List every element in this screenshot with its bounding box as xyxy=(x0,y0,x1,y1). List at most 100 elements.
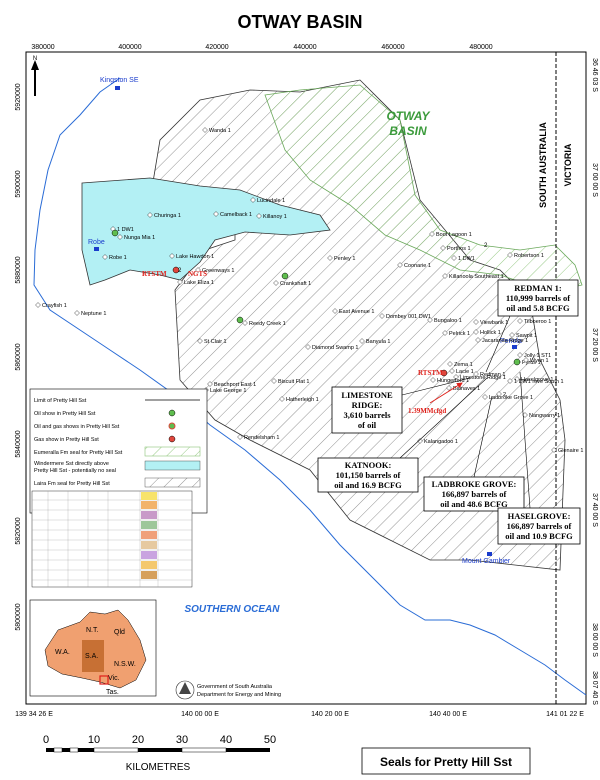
well-marker xyxy=(35,302,41,308)
legend-label: Eumeralla Fm seal for Pretty Hill Sst xyxy=(34,450,123,456)
top-tick: 400000 xyxy=(118,44,141,51)
legend-label: Limit of Pretty Hill Sst xyxy=(34,398,87,404)
well-label: Sawpit 1 xyxy=(516,333,537,339)
well-label: Hatherleigh 1 xyxy=(286,397,319,403)
legend-green-red-dot xyxy=(168,422,176,430)
well-label: Wanda 1 xyxy=(209,128,231,134)
well-marker xyxy=(195,267,201,273)
well-marker xyxy=(237,434,243,440)
well-marker xyxy=(473,329,479,335)
town-label: Robe xyxy=(88,239,105,246)
left-tick: 5820000 xyxy=(15,517,22,544)
well-label: Neptune 1 xyxy=(81,311,106,317)
well-label: Ladbroke Grove 1 xyxy=(489,395,533,401)
well-marker xyxy=(509,332,515,338)
gas-show-dot xyxy=(440,369,448,377)
legend-label: Oil and gas shows in Pretty Hill Sst xyxy=(34,424,120,430)
well-label: Tilboeroo 1 xyxy=(524,319,551,325)
well-label: Killanoy 1 xyxy=(263,214,287,220)
right-coord: 38 07 40 S xyxy=(591,671,598,705)
north-arrow: N xyxy=(31,56,39,96)
well-label: Jolly 1 ST1 xyxy=(524,353,551,359)
inset-label: Tas. xyxy=(106,689,119,696)
callout-leader xyxy=(485,315,511,373)
well-marker xyxy=(427,317,433,323)
katnook-callout-box xyxy=(317,457,419,493)
callout-line: 3,610 barrels xyxy=(343,410,391,420)
legend-cyan xyxy=(144,460,201,471)
well-marker xyxy=(453,374,459,380)
well-label: 1 DW1 xyxy=(458,256,475,262)
well-marker xyxy=(74,310,80,316)
callout-line: RIDGE: xyxy=(352,400,383,410)
well-label: Reedy Creek 1 xyxy=(249,321,286,327)
well-label: Viewbank 1 xyxy=(480,320,508,326)
ladbroke-callout-box xyxy=(423,476,525,512)
callout-line: oil and 10.9 BCFG xyxy=(505,531,573,541)
windermere-area xyxy=(81,177,331,286)
well-marker xyxy=(517,318,523,324)
map-title: OTWAY BASIN xyxy=(237,12,362,32)
top-tick: 380000 xyxy=(31,44,54,51)
well-marker xyxy=(202,127,208,133)
well-marker xyxy=(417,438,423,444)
top-tick: 480000 xyxy=(469,44,492,51)
well-label: 1 DW1 xyxy=(117,227,134,233)
scale-tick: 10 xyxy=(88,734,100,746)
well-marker xyxy=(473,319,479,325)
bottom-coord: 140 00 00 E xyxy=(181,711,219,718)
well-marker xyxy=(473,371,479,377)
australia-inset: W.A. N.T. Qld S.A. N.S.W. Vic. Tas. xyxy=(29,599,157,697)
inset-label: Vic. xyxy=(108,675,120,682)
flow-rate-label: 1.39MMcfgd xyxy=(408,407,446,415)
well-marker xyxy=(517,352,523,358)
stratigraphy-table xyxy=(31,490,193,588)
bottom-coord: 141 01 22 E xyxy=(546,711,584,718)
well-marker xyxy=(447,361,453,367)
well-label: Bungaloo 1 xyxy=(434,318,462,324)
well-marker xyxy=(279,396,285,402)
count-label: 2 xyxy=(484,243,488,249)
well-label: Zema 1 xyxy=(454,362,473,368)
oil-show-dot xyxy=(513,358,521,366)
inset-label: S.A. xyxy=(85,653,98,660)
rtstm-label: RTSTM xyxy=(142,270,167,278)
right-coord: 37 00 00 S xyxy=(591,163,598,197)
coastline xyxy=(33,77,587,696)
inset-label: W.A. xyxy=(55,649,70,656)
oil-gas-show-dot xyxy=(172,266,180,274)
town-label: Mount Gambier xyxy=(462,558,511,565)
town-marker xyxy=(94,247,99,251)
oil-show-dot xyxy=(281,272,289,280)
well-marker xyxy=(514,376,520,382)
right-coord: 38 00 00 S xyxy=(591,623,598,657)
legend-grey-hatch xyxy=(144,477,201,488)
well-label: Hungerford 1 xyxy=(437,378,469,384)
callout-line: oil and 16.9 BCFG xyxy=(334,480,402,490)
well-marker xyxy=(102,254,108,260)
left-tick: 5880000 xyxy=(15,256,22,283)
study-area-box xyxy=(99,675,109,685)
well-label: Crayfish 1 xyxy=(42,303,67,309)
well-label: Nangwarry 1 xyxy=(529,413,560,419)
well-label: Rendelsham 1 xyxy=(244,435,279,441)
eumeralla-seal-area xyxy=(264,84,583,291)
show-markers xyxy=(111,229,521,377)
well-marker xyxy=(359,338,365,344)
inset-label: Qld xyxy=(114,629,125,636)
flow-arrow xyxy=(429,382,463,404)
haselgrove-callout-box xyxy=(497,507,581,545)
southern-ocean-label: SOUTHERN OCEAN xyxy=(184,604,280,615)
well-label: Lacie 1 xyxy=(456,369,474,375)
left-tick: 5920000 xyxy=(15,83,22,110)
gov-line1: Government of South Australia xyxy=(197,684,273,690)
well-label: Hollick 1 xyxy=(480,330,501,336)
left-tick: 5900000 xyxy=(15,170,22,197)
well-marker xyxy=(430,377,436,383)
inset-label: N.T. xyxy=(86,627,99,634)
well-label: 1 DW1 rove South 1 xyxy=(514,379,564,385)
left-tick: 5800000 xyxy=(15,603,22,630)
rtstm-label: RTSTM xyxy=(418,369,443,377)
well-label: Robe 1 xyxy=(109,255,127,261)
